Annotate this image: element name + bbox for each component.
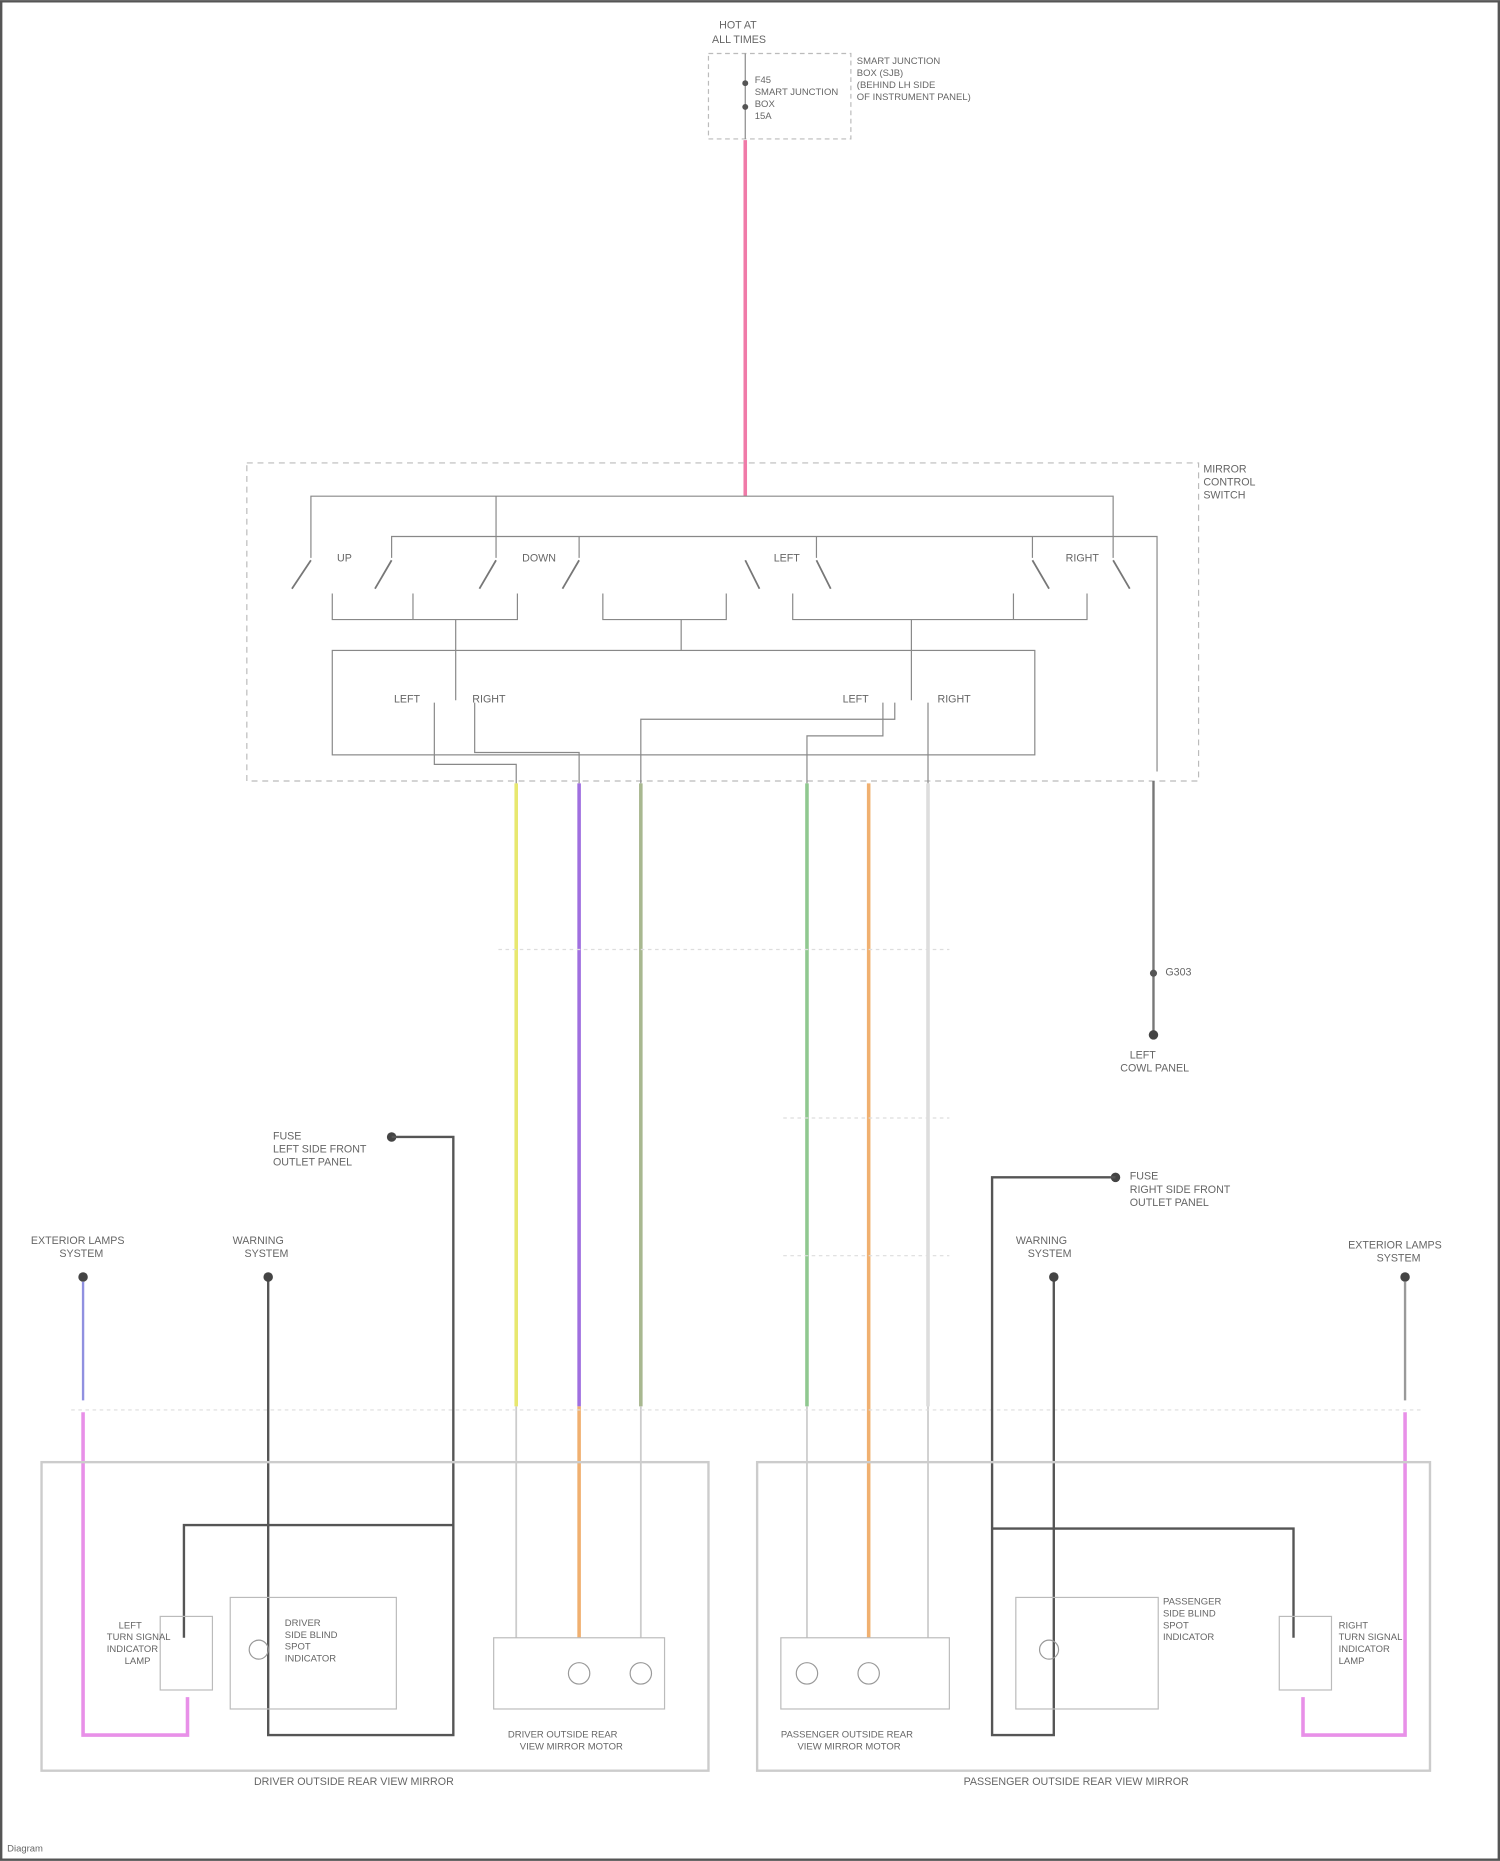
left-warn-2: SYSTEM (244, 1248, 288, 1260)
right-fuse-note-1: FUSE (1130, 1171, 1158, 1183)
mirror-control-switch: MIRROR CONTROL SWITCH UP DOWN LEFT RIGHT… (247, 463, 1256, 783)
right-motor-2-icon (858, 1663, 879, 1684)
selector-left-2: LEFT (843, 694, 870, 706)
left-lamp-3: INDICATOR (107, 1644, 158, 1655)
ground-line-2: COWL PANEL (1120, 1063, 1189, 1075)
left-motor-label-1: DRIVER OUTSIDE REAR (508, 1729, 618, 1740)
left-indicator-icon (249, 1640, 268, 1659)
fuse-label-4: 15A (755, 111, 773, 122)
fuse-label-3: BOX (755, 99, 776, 110)
right-sensor-3: SPOT (1163, 1620, 1189, 1631)
fuse-note-4: OF INSTRUMENT PANEL) (857, 92, 971, 103)
right-sensor-4: INDICATOR (1163, 1632, 1214, 1643)
switch-label-right: RIGHT (1066, 552, 1100, 564)
fuse-note-1: SMART JUNCTION (857, 56, 941, 67)
right-motor-label-1: PASSENGER OUTSIDE REAR (781, 1729, 913, 1740)
right-sensor-1: PASSENGER (1163, 1597, 1221, 1608)
footer-label: Diagram (7, 1843, 43, 1854)
passenger-mirror-section: FUSE RIGHT SIDE FRONT OUTLET PANEL WARNI… (757, 1171, 1442, 1788)
left-motor-2-icon (630, 1663, 651, 1684)
right-lamp-3: INDICATOR (1339, 1644, 1390, 1655)
switch-label-left: LEFT (774, 552, 801, 564)
right-warn-2: SYSTEM (1028, 1248, 1072, 1260)
fuse-note-3: (BEHIND LH SIDE (857, 80, 936, 91)
fuse-label-1: F45 (755, 75, 771, 86)
right-motor-1-icon (796, 1663, 817, 1684)
right-sensor-2: SIDE BLIND (1163, 1608, 1216, 1619)
left-motor-1-icon (568, 1663, 589, 1684)
fuse-title-1: HOT AT (719, 20, 757, 32)
left-sensor-3: SPOT (285, 1642, 311, 1653)
right-lamp-4: LAMP (1339, 1656, 1365, 1667)
left-lamp-4: LAMP (125, 1656, 151, 1667)
left-motor-label-2: VIEW MIRROR MOTOR (520, 1741, 623, 1752)
left-sensor-1: DRIVER (285, 1618, 321, 1629)
left-warn-1: WARNING (233, 1235, 284, 1247)
switch-label-down: DOWN (522, 552, 556, 564)
right-lamp-2: TURN SIGNAL (1339, 1632, 1403, 1643)
right-fuse-note-2: RIGHT SIDE FRONT (1130, 1184, 1231, 1196)
ground-line-1: LEFT (1130, 1050, 1157, 1062)
ground-label: G303 (1165, 967, 1191, 979)
left-assembly-label: DRIVER OUTSIDE REAR VIEW MIRROR (254, 1776, 454, 1788)
left-lamp-1: LEFT (119, 1620, 142, 1631)
selector-right-1: RIGHT (472, 694, 506, 706)
right-warn-1: WARNING (1016, 1235, 1067, 1247)
left-fuse-note-2: LEFT SIDE FRONT (273, 1143, 367, 1155)
ground-g303: G303 LEFT COWL PANEL (1120, 967, 1191, 1075)
driver-mirror-section: FUSE LEFT SIDE FRONT OUTLET PANEL EXTERI… (31, 1130, 709, 1788)
ground-icon (1149, 1030, 1158, 1039)
switch-title-1: MIRROR (1203, 463, 1247, 475)
left-sensor-4: INDICATOR (285, 1654, 336, 1665)
switch-title-3: SWITCH (1203, 490, 1245, 502)
harness-wires (516, 781, 1153, 1638)
left-fuse-note-1: FUSE (273, 1130, 301, 1142)
left-fuse-note-3: OUTLET PANEL (273, 1156, 352, 1168)
fuse-note-2: BOX (SJB) (857, 68, 903, 79)
right-ext-lamps-2: SYSTEM (1377, 1253, 1421, 1265)
right-motor-label-2: VIEW MIRROR MOTOR (797, 1741, 900, 1752)
switch-label-up: UP (337, 552, 352, 564)
right-ext-lamps-1: EXTERIOR LAMPS (1348, 1240, 1442, 1252)
fuse-box: HOT AT ALL TIMES F45 SMART JUNCTION BOX … (708, 20, 970, 139)
fuse-title-2: ALL TIMES (712, 34, 766, 46)
left-sensor-2: SIDE BLIND (285, 1630, 338, 1641)
right-indicator-icon (1040, 1640, 1059, 1659)
left-ext-lamps-1: EXTERIOR LAMPS (31, 1235, 125, 1247)
left-lamp-2: TURN SIGNAL (107, 1632, 171, 1643)
fuse-label-2: SMART JUNCTION (755, 87, 839, 98)
switch-title-2: CONTROL (1203, 476, 1255, 488)
right-assembly-label: PASSENGER OUTSIDE REAR VIEW MIRROR (964, 1776, 1189, 1788)
right-fuse-note-3: OUTLET PANEL (1130, 1197, 1209, 1209)
left-ext-lamps-2: SYSTEM (59, 1248, 103, 1260)
selector-left-1: LEFT (394, 694, 421, 706)
right-lamp-1: RIGHT (1339, 1620, 1369, 1631)
selector-right-2: RIGHT (937, 694, 971, 706)
